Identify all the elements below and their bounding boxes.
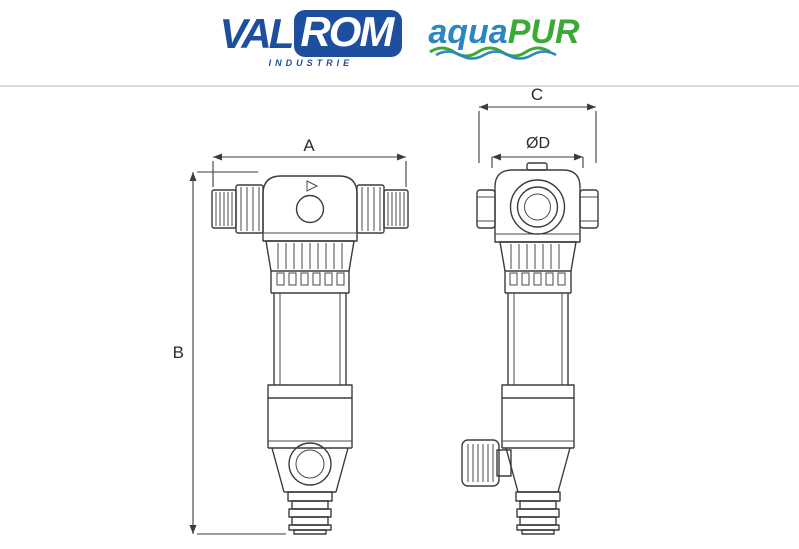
aquapur-pur-text: PUR <box>507 13 580 51</box>
dimension-b-label: B <box>173 343 184 362</box>
dimension-b: B <box>173 171 286 535</box>
left-union-nut <box>235 184 264 234</box>
bowl-joint-band <box>267 384 353 399</box>
drain-port-circle <box>288 442 332 486</box>
filter-side-view <box>461 162 599 535</box>
valrom-val-text: VAL <box>219 9 294 57</box>
side-hose-barb <box>515 491 561 535</box>
drain-valve-handle <box>461 439 512 487</box>
lower-housing <box>267 398 353 449</box>
dimension-a-label: A <box>303 136 315 155</box>
aquapur-wordmark: aquaPUR <box>428 15 579 49</box>
dimension-d: ØD <box>491 135 584 168</box>
header: VAL ROM INDUSTRIE aquaPUR <box>0 0 799 87</box>
right-connection-tab <box>579 189 599 229</box>
dimension-a: A <box>212 136 407 187</box>
aquapur-waves-icon <box>429 46 557 60</box>
head-port-circle <box>295 194 325 224</box>
side-lower-housing <box>501 398 575 449</box>
filter-bowl <box>273 293 347 385</box>
dimension-c: C <box>478 85 597 163</box>
dimension-d-label: ØD <box>526 135 550 152</box>
head-top-nub <box>526 162 548 171</box>
filter-head-outline <box>262 175 358 242</box>
side-head-outline <box>494 169 581 243</box>
side-castellated-ring <box>504 271 572 294</box>
filter-front-view <box>211 175 409 535</box>
valrom-rom-text: ROM <box>294 9 403 58</box>
aquapur-aqua-text: aqua <box>428 13 508 51</box>
side-filter-bowl <box>507 293 569 385</box>
valrom-logo: VAL ROM INDUSTRIE <box>219 9 403 69</box>
castellated-ring <box>270 271 350 294</box>
valrom-industrie-text: INDUSTRIE <box>268 58 354 69</box>
hose-barb <box>287 491 333 535</box>
logo-row: VAL ROM INDUSTRIE aquaPUR <box>0 0 799 68</box>
dimension-c-label: C <box>531 85 543 104</box>
drain-section <box>271 442 349 493</box>
side-drain-cone <box>505 447 571 493</box>
air-vent-icon <box>306 180 319 192</box>
inlet-port-outer-circle <box>509 179 566 235</box>
left-connection-tab <box>476 189 496 229</box>
right-thread-fitting <box>383 189 409 229</box>
aquapur-logo: aquaPUR <box>428 10 580 60</box>
side-bowl-joint-band <box>501 384 575 399</box>
valrom-wordmark: VAL ROM <box>219 9 403 58</box>
